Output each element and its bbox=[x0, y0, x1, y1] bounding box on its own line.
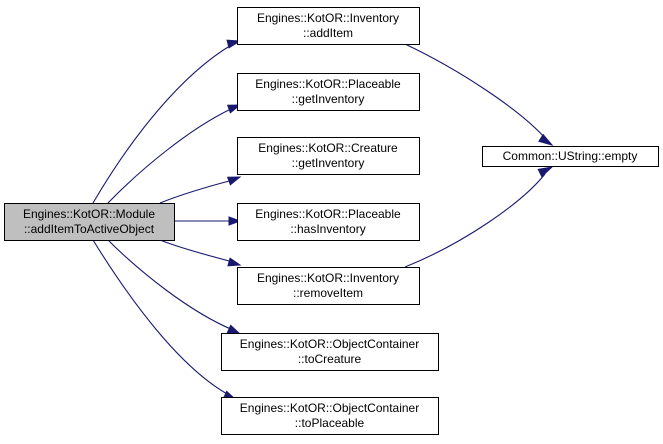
edge-root-to-plc_hasinv bbox=[174, 216, 242, 226]
node-label-line1: Engines::KotOR::Placeable bbox=[255, 207, 401, 221]
node-label-line1: Engines::KotOR::Inventory bbox=[257, 271, 399, 285]
arrow-head bbox=[226, 39, 242, 49]
node-label-line1: Engines::KotOR::Module bbox=[23, 207, 155, 221]
edge-line bbox=[404, 173, 546, 268]
node-label-line1: Engines::KotOR::Creature bbox=[258, 141, 398, 155]
arrow-head bbox=[537, 166, 554, 178]
arrow-head bbox=[226, 104, 242, 114]
arrow-head bbox=[227, 257, 242, 267]
edge-inv_remove-to-ustring_empty bbox=[404, 166, 554, 268]
edge-line bbox=[92, 43, 234, 204]
node-box[interactable] bbox=[237, 7, 420, 45]
node-cre_getinv[interactable]: Engines::KotOR::Creature::getInventory bbox=[237, 137, 420, 175]
node-box[interactable] bbox=[237, 203, 420, 241]
node-root[interactable]: Engines::KotOR::Module::addItemToActiveO… bbox=[4, 203, 175, 241]
node-label-line2: ::getInventory bbox=[292, 92, 365, 106]
edge-root-to-inv_add bbox=[92, 39, 242, 204]
node-box[interactable] bbox=[237, 267, 420, 305]
node-label-line1: Engines::KotOR::Inventory bbox=[257, 11, 399, 25]
nodes-layer: Engines::KotOR::Module::addItemToActiveO… bbox=[4, 7, 659, 435]
arrow-head bbox=[226, 176, 242, 186]
arrow-head bbox=[538, 133, 554, 146]
node-label-line2: ::addItem bbox=[303, 26, 353, 40]
node-ustring_empty[interactable]: Common::UString::empty bbox=[482, 146, 659, 167]
edge-root-to-cre_getinv bbox=[159, 176, 242, 204]
node-label-line2: ::toCreature bbox=[298, 352, 362, 366]
node-label-line1: Engines::KotOR::ObjectContainer bbox=[240, 337, 419, 351]
edge-line bbox=[159, 179, 234, 204]
node-oc_toplc[interactable]: Engines::KotOR::ObjectContainer::toPlace… bbox=[221, 397, 439, 435]
node-inv_add[interactable]: Engines::KotOR::Inventory::addItem bbox=[237, 7, 420, 45]
edge-root-to-oc_tocre bbox=[107, 239, 242, 335]
edge-inv_add-to-ustring_empty bbox=[404, 43, 554, 146]
edge-line bbox=[92, 239, 230, 396]
node-box[interactable] bbox=[237, 137, 420, 175]
node-inv_remove[interactable]: Engines::KotOR::Inventory::removeItem bbox=[237, 267, 420, 305]
node-plc_getinv[interactable]: Engines::KotOR::Placeable::getInventory bbox=[237, 73, 420, 111]
node-label-line1: Engines::KotOR::Placeable bbox=[255, 77, 401, 91]
node-label-line2: ::hasInventory bbox=[290, 222, 365, 236]
node-box[interactable] bbox=[221, 397, 439, 435]
edge-root-to-oc_toplc bbox=[92, 239, 238, 401]
node-label-line2: ::removeItem bbox=[293, 286, 363, 300]
arrow-head bbox=[226, 324, 242, 335]
node-label-line2: ::addItemToActiveObject bbox=[24, 222, 155, 236]
node-box[interactable] bbox=[4, 203, 175, 241]
edge-line bbox=[107, 239, 234, 331]
arrow-head bbox=[228, 216, 242, 226]
edge-line bbox=[159, 239, 234, 263]
edge-line bbox=[107, 107, 234, 204]
node-plc_hasinv[interactable]: Engines::KotOR::Placeable::hasInventory bbox=[237, 203, 420, 241]
node-oc_tocre[interactable]: Engines::KotOR::ObjectContainer::toCreat… bbox=[221, 333, 439, 371]
node-box[interactable] bbox=[221, 333, 439, 371]
node-label-line1: Engines::KotOR::ObjectContainer bbox=[240, 401, 419, 415]
node-label-line2: ::getInventory bbox=[292, 156, 365, 170]
edge-line bbox=[404, 43, 546, 139]
node-label-line1: Common::UString::empty bbox=[503, 149, 638, 163]
edge-root-to-plc_getinv bbox=[107, 104, 242, 204]
node-label-line2: ::toPlaceable bbox=[295, 416, 365, 430]
node-box[interactable] bbox=[237, 73, 420, 111]
node-box[interactable] bbox=[482, 146, 659, 167]
edge-root-to-inv_remove bbox=[159, 239, 242, 267]
edges-layer bbox=[92, 39, 554, 401]
